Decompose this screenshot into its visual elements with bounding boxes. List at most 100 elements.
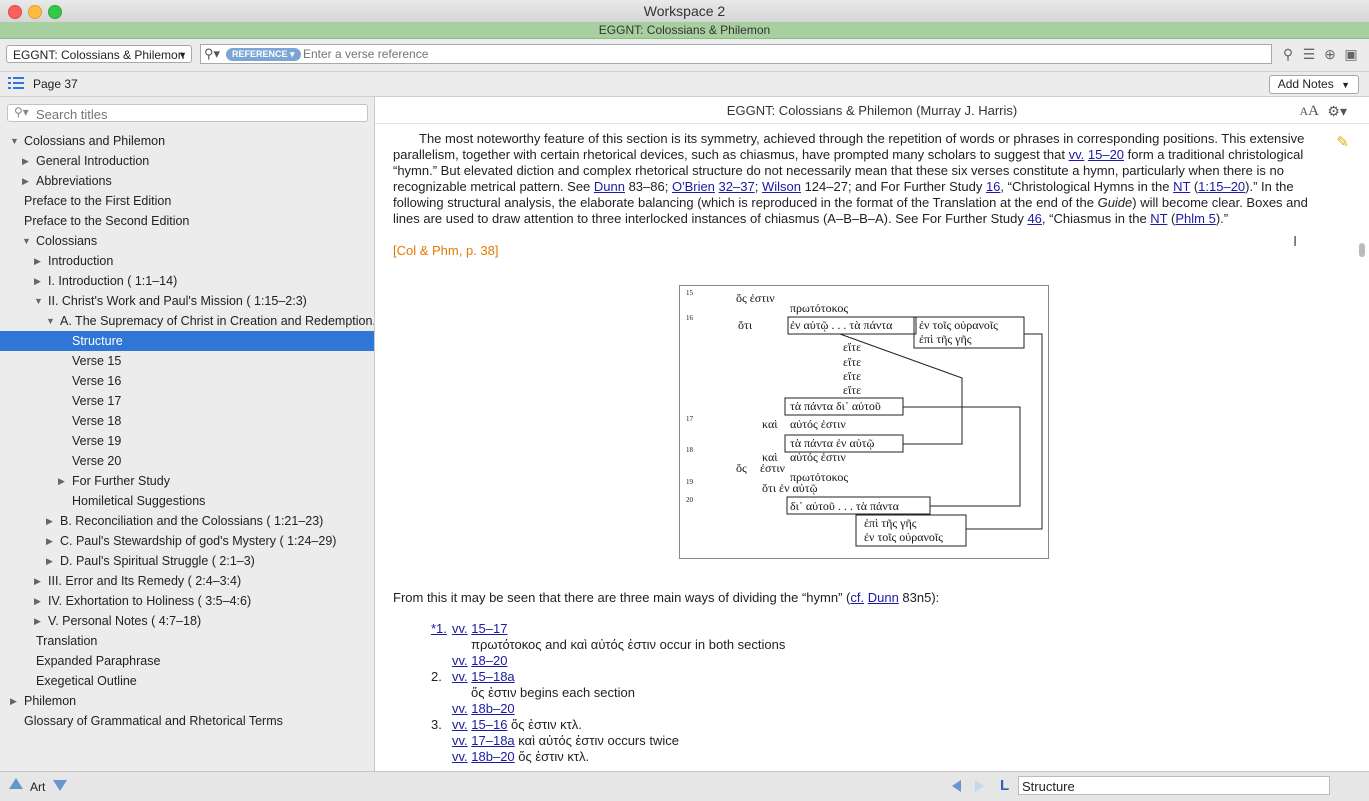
link[interactable]: vv.	[452, 717, 468, 732]
search-zoom-icon[interactable]: ⚲	[1282, 46, 1294, 62]
disclosure-closed-icon[interactable]: ▶	[34, 616, 41, 626]
sidebar-item[interactable]: ▶D. Paul's Spiritual Struggle ( 2:1–3)	[0, 551, 374, 571]
sidebar-item[interactable]: Verse 17	[0, 391, 374, 411]
add-notes-button[interactable]: Add Notes ▼	[1268, 75, 1359, 94]
pencil-icon[interactable]: ✎	[1336, 134, 1349, 151]
disclosure-open-icon[interactable]: ▼	[34, 296, 43, 306]
sidebar-item[interactable]: Homiletical Suggestions	[0, 491, 374, 511]
sidebar-item[interactable]: ▼II. Christ's Work and Paul's Mission ( …	[0, 291, 374, 311]
link[interactable]: O'Brien	[671, 179, 715, 194]
sidebar-item[interactable]: ▶V. Personal Notes ( 4:7–18)	[0, 611, 374, 631]
resource-select[interactable]: EGGNT: Colossians & Philemon ▼	[6, 45, 192, 63]
minimize-window-button[interactable]	[28, 5, 42, 19]
disclosure-closed-icon[interactable]: ▶	[34, 276, 41, 286]
sidebar-item[interactable]: ▶Abbreviations	[0, 171, 374, 191]
zoom-window-button[interactable]	[48, 5, 62, 19]
disclosure-closed-icon[interactable]: ▶	[46, 556, 53, 566]
sidebar-item[interactable]: Preface to the Second Edition	[0, 211, 374, 231]
disclosure-closed-icon[interactable]: ▶	[58, 476, 65, 486]
link[interactable]: 15–20	[1087, 147, 1125, 162]
disclosure-closed-icon[interactable]: ▶	[22, 176, 29, 186]
link[interactable]: cf.	[850, 590, 865, 605]
sidebar-item[interactable]: ▶General Introduction	[0, 151, 374, 171]
disclosure-closed-icon[interactable]: ▶	[34, 256, 41, 266]
sidebar-item[interactable]: Verse 18	[0, 411, 374, 431]
link[interactable]: Dunn	[867, 590, 899, 605]
scrollbar-thumb[interactable]	[1359, 243, 1365, 257]
close-window-button[interactable]	[8, 5, 22, 19]
disclosure-closed-icon[interactable]: ▶	[34, 576, 41, 586]
disclosure-closed-icon[interactable]: ▶	[34, 596, 41, 606]
link[interactable]: vv.	[452, 621, 468, 636]
link[interactable]: NT	[1173, 179, 1191, 194]
link[interactable]: vv.	[452, 749, 468, 764]
sidebar-item[interactable]: Translation	[0, 631, 374, 651]
gear-icon[interactable]: ⚙▾	[1327, 103, 1347, 119]
page-reference[interactable]: [Col & Phm, p. 38]	[393, 243, 499, 258]
sidebar-item[interactable]: Exegetical Outline	[0, 671, 374, 691]
link[interactable]: 32–37	[718, 179, 755, 194]
search-icon[interactable]: ⚲▾	[204, 46, 221, 61]
link[interactable]: 15–18a	[471, 669, 515, 684]
add-icon[interactable]: ⊕	[1324, 46, 1336, 62]
document-title: EGGNT: Colossians & Philemon (Murray J. …	[726, 103, 1018, 118]
link[interactable]: vv.	[452, 669, 468, 684]
link[interactable]: 17–18a	[471, 733, 515, 748]
list-icon[interactable]: ☰	[1302, 46, 1316, 62]
disclosure-open-icon[interactable]: ▼	[10, 136, 19, 146]
back-arrow-icon[interactable]	[952, 780, 961, 792]
sidebar-item[interactable]: ▶B. Reconciliation and the Colossians ( …	[0, 511, 374, 531]
sidebar-item[interactable]: ▼A. The Supremacy of Christ in Creation …	[0, 311, 374, 331]
reference-input[interactable]	[301, 46, 1205, 62]
link[interactable]: NT	[1150, 211, 1168, 226]
link[interactable]: Wilson	[761, 179, 801, 194]
disclosure-closed-icon[interactable]: ▶	[46, 536, 53, 546]
sidebar-item[interactable]: ▶IV. Exhortation to Holiness ( 3:5–4:6)	[0, 591, 374, 611]
link[interactable]: 18–20	[471, 653, 508, 668]
sidebar-item[interactable]: Verse 20	[0, 451, 374, 471]
sidebar-item[interactable]: Verse 15	[0, 351, 374, 371]
sidebar-item[interactable]: Verse 19	[0, 431, 374, 451]
link[interactable]: 16	[985, 179, 1001, 194]
sidebar-item[interactable]: Expanded Paraphrase	[0, 651, 374, 671]
link[interactable]: 46	[1027, 211, 1042, 226]
disclosure-open-icon[interactable]: ▼	[22, 236, 31, 246]
link[interactable]: vv.	[1068, 147, 1085, 162]
link[interactable]: 15–16	[471, 717, 508, 732]
puzzle-icon[interactable]: ▣	[1344, 46, 1358, 62]
reference-type-pill[interactable]: REFERENCE ▾	[226, 48, 301, 61]
disclosure-open-icon[interactable]: ▼	[46, 316, 55, 326]
link[interactable]: 18b–20	[471, 749, 515, 764]
link[interactable]: Phlm 5	[1175, 211, 1216, 226]
disclosure-closed-icon[interactable]: ▶	[22, 156, 29, 166]
link[interactable]: vv.	[452, 701, 468, 716]
link[interactable]: vv.	[452, 733, 468, 748]
sidebar-item[interactable]: ▶Introduction	[0, 251, 374, 271]
sidebar-item[interactable]: ▶I. Introduction ( 1:1–14)	[0, 271, 374, 291]
triangle-down-icon[interactable]	[53, 780, 67, 791]
sidebar-item[interactable]: ▼Colossians and Philemon	[0, 131, 374, 151]
link[interactable]: Dunn	[593, 179, 625, 194]
location-field[interactable]: Structure	[1018, 776, 1330, 795]
forward-arrow-icon[interactable]	[975, 780, 984, 792]
disclosure-closed-icon[interactable]: ▶	[46, 516, 53, 526]
table-of-contents-icon[interactable]	[8, 76, 24, 90]
triangle-up-icon[interactable]	[9, 778, 23, 789]
sidebar-item[interactable]: Glossary of Grammatical and Rhetorical T…	[0, 711, 374, 731]
sidebar-item[interactable]: Preface to the First Edition	[0, 191, 374, 211]
link[interactable]: vv.	[452, 653, 468, 668]
sidebar-item[interactable]: ▶Philemon	[0, 691, 374, 711]
link[interactable]: 1:15–20	[1198, 179, 1246, 194]
link[interactable]: 15–17	[471, 621, 508, 636]
sidebar-item[interactable]: ▶C. Paul's Stewardship of god's Mystery …	[0, 531, 374, 551]
font-size-icon[interactable]: AA	[1299, 103, 1319, 119]
sidebar-item[interactable]: ▶For Further Study	[0, 471, 374, 491]
sidebar-item[interactable]: ▶III. Error and Its Remedy ( 2:4–3:4)	[0, 571, 374, 591]
sidebar-item[interactable]: ▼Colossians	[0, 231, 374, 251]
link[interactable]: 18b–20	[471, 701, 515, 716]
sidebar-item[interactable]: Verse 16	[0, 371, 374, 391]
link[interactable]: *1.	[431, 621, 447, 636]
disclosure-closed-icon[interactable]: ▶	[10, 696, 17, 706]
title-search-input[interactable]	[34, 106, 338, 123]
sidebar-item[interactable]: Structure	[0, 331, 374, 351]
